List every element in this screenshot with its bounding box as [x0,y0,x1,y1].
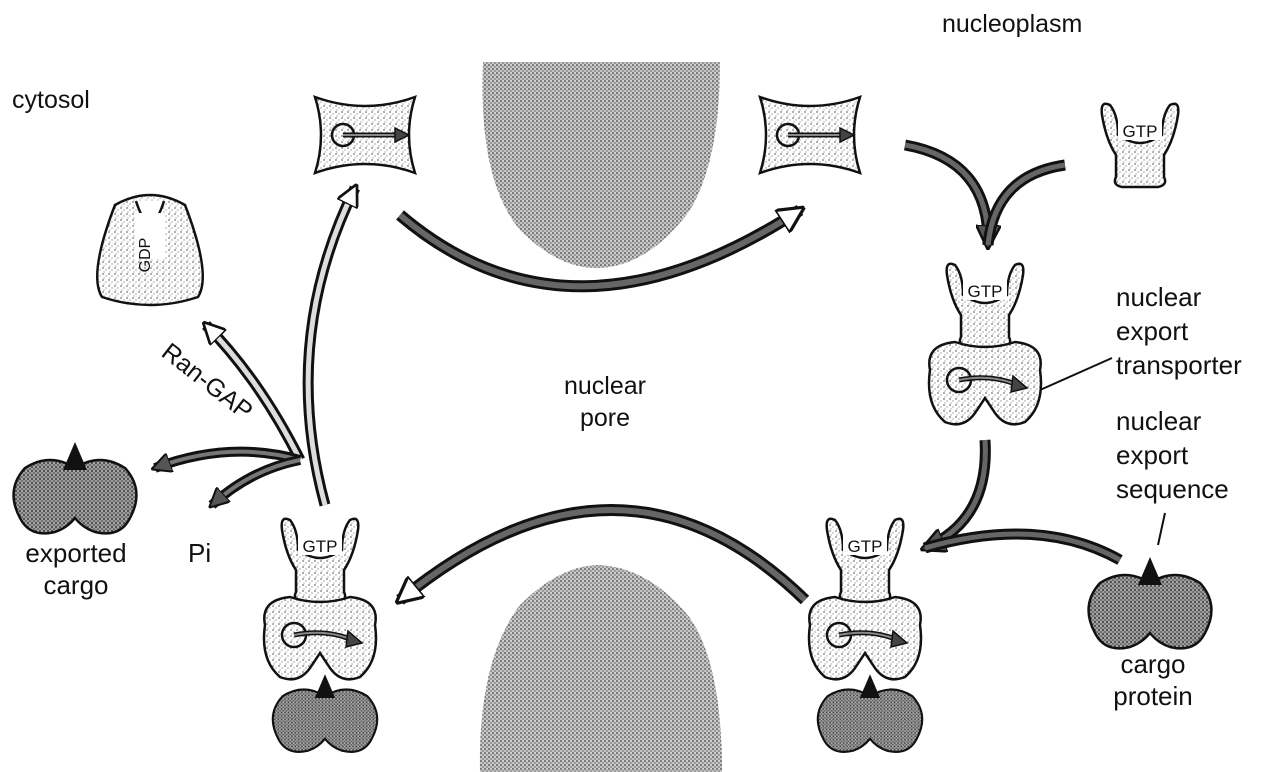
ran-gdp: GDP [97,195,203,305]
exported-cargo [14,442,137,533]
export-complex-cytosol: GTP [264,519,377,752]
transporter-leader-line [1040,358,1112,390]
cytosol-label: cytosol [12,84,90,116]
export-sequence-label-line-2: export [1116,438,1229,472]
importin-cytosol [315,97,415,173]
nuclear-pore-label-line-2: pore [545,402,665,434]
pi-release-arrow [212,460,300,505]
export-sequence-leader-line [1158,513,1165,545]
complex-left-gtp-tag: GTP [303,537,338,556]
nucleoplasm-label: nucleoplasm [942,8,1082,40]
exported-cargo-label-line-1: exported [6,537,146,569]
export-transporter-label: nuclear export transporter [1116,280,1242,382]
exported-cargo-label-line-2: cargo [6,569,146,601]
transporter-gtp-tag: GTP [968,282,1003,301]
export-transporter-label-line-3: transporter [1116,348,1242,382]
ran-gap-label: Ran-GAP [156,338,258,426]
ran-gtp-free: GTP [1102,104,1179,187]
nuclear-pore-upper-lobe [482,62,720,268]
ran-gtp-free-tag: GTP [1123,122,1158,141]
export-sequence-label-line-3: sequence [1116,472,1229,506]
nuclear-pore-label: nuclear pore [545,370,665,434]
export-sequence-label-line-1: nuclear [1116,404,1229,438]
export-transporter-ran-gtp: GTP [929,264,1041,425]
cargo-protein-label-line-2: protein [1098,680,1208,712]
export-sequence-label: nuclear export sequence [1116,404,1229,506]
cargo-protein [1089,557,1212,648]
export-complex-nucleoplasm: GTP [809,519,922,752]
export-transporter-label-line-2: export [1116,314,1242,348]
cargo-protein-label: cargo protein [1098,648,1208,712]
cargo-protein-label-line-1: cargo [1098,648,1208,680]
ran-gdp-tag: GDP [137,238,154,273]
exported-cargo-label: exported cargo [6,537,146,601]
pi-label: Pi [188,537,211,569]
importin-nucleoplasm [760,97,860,173]
nuclear-pore-label-line-1: nuclear [545,370,665,402]
export-transporter-label-line-1: nuclear [1116,280,1242,314]
nuclear-pore-lower-lobe [480,565,722,772]
complex-right-gtp-tag: GTP [848,537,883,556]
